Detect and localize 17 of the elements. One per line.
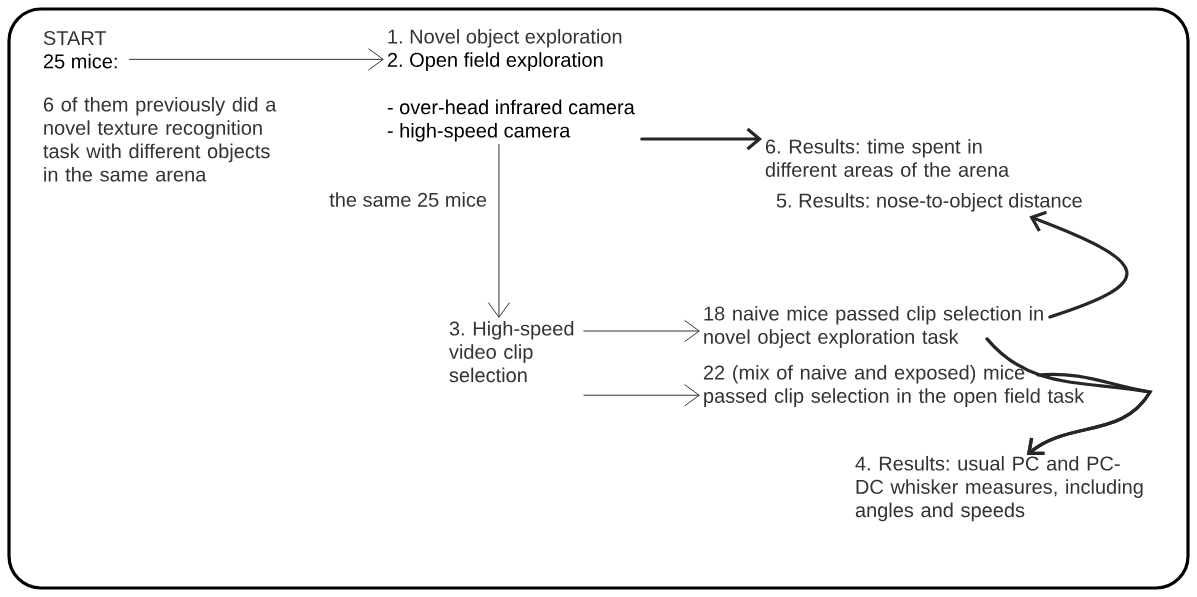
outcome-text: 22 (mix of naive and exposed) mice passed clip selection in the open field task [703, 364, 1085, 407]
arrow [640, 127, 762, 151]
arrow [583, 319, 700, 343]
result-text: 5. Results: nose-to-object distance [776, 192, 1082, 212]
result-text: 6. Results: time spent in different areas of the arena [765, 138, 1010, 177]
outcome-text: 18 naive mice passed clip selection in novel object exploration task [704, 305, 1043, 348]
start-text: START 25 mice: [43, 30, 117, 69]
arrow [129, 48, 384, 71]
arrow [1029, 210, 1129, 319]
arrow [583, 384, 700, 407]
arrow [1026, 372, 1152, 455]
step-list-text: 1. Novel object exploration 2. Open field exploration - over-head infrared camera - high-speed camera [387, 28, 635, 142]
arrow [487, 144, 511, 318]
edge-label: the same 25 mice [326, 189, 490, 210]
step-text: 3. High-speed video clip selection [449, 320, 574, 383]
note-text: 6 of them previously did a novel texture recognition task with different objects in the same arena [43, 96, 277, 182]
result-text: 4. Results: usual PC and PC-DC whisker measures, including angles and speeds [855, 455, 1143, 522]
